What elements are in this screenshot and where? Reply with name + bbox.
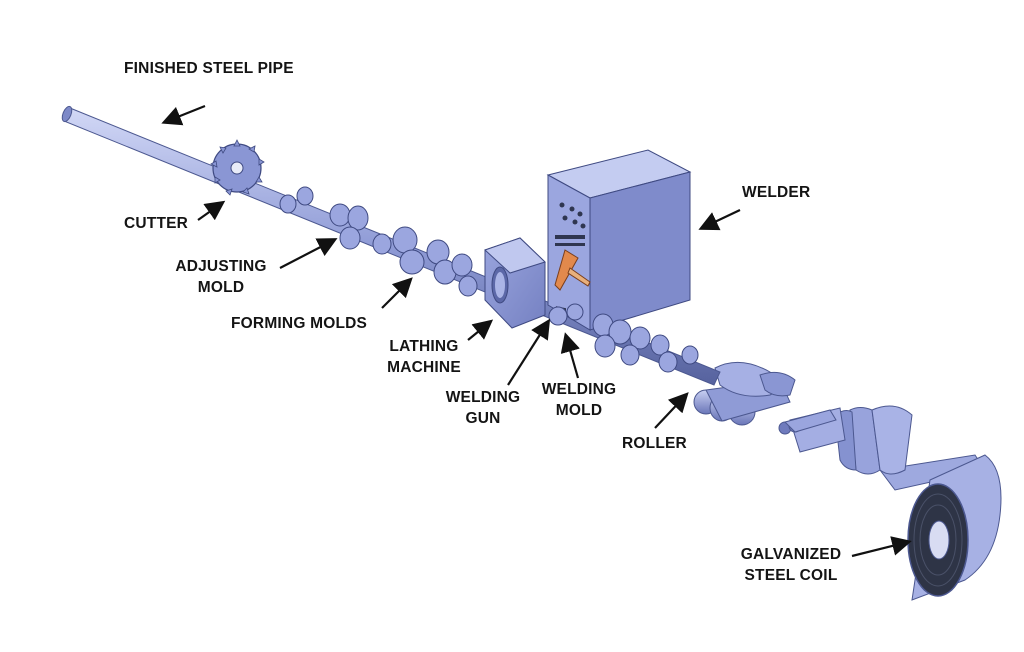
label-welding-gun: WELDING GUN (445, 389, 521, 427)
arrow-welder (698, 209, 741, 231)
strip-folds (789, 405, 913, 475)
arrow-lathing-machine (467, 319, 494, 341)
cutter-saw (210, 139, 265, 196)
label-welder: WELDER (742, 184, 811, 201)
arrow-adjusting-mold (279, 238, 338, 269)
arrow-welding-mold (560, 332, 580, 379)
label-roller: ROLLER (622, 435, 687, 452)
label-finished-steel-pipe: FINISHED STEEL PIPE (124, 60, 294, 77)
roller-assembly (693, 361, 837, 435)
galvanized-steel-coil (879, 454, 1002, 601)
arrow-roller (654, 392, 689, 429)
arrow-cutter (197, 200, 226, 221)
label-forming-molds: FORMING MOLDS (231, 315, 368, 332)
label-adjusting-mold: ADJUSTING MOLD (175, 258, 267, 296)
arrow-galvanized-coil (851, 536, 912, 558)
label-lathing-machine: LATHING MACHINE (387, 338, 461, 376)
welding-molds (548, 303, 699, 373)
welder (546, 149, 692, 331)
arrow-finished-pipe (161, 104, 206, 126)
lathing-machine (484, 237, 546, 329)
callout-arrows (161, 104, 912, 558)
forming-molds (279, 186, 478, 297)
arrow-forming-molds (381, 277, 413, 309)
arrow-welding-gun (507, 318, 551, 386)
label-galvanized-steel-coil: GALVANIZED STEEL COIL (740, 546, 842, 584)
label-cutter: CUTTER (124, 215, 189, 232)
label-welding-mold: WELDING MOLD (541, 381, 617, 419)
